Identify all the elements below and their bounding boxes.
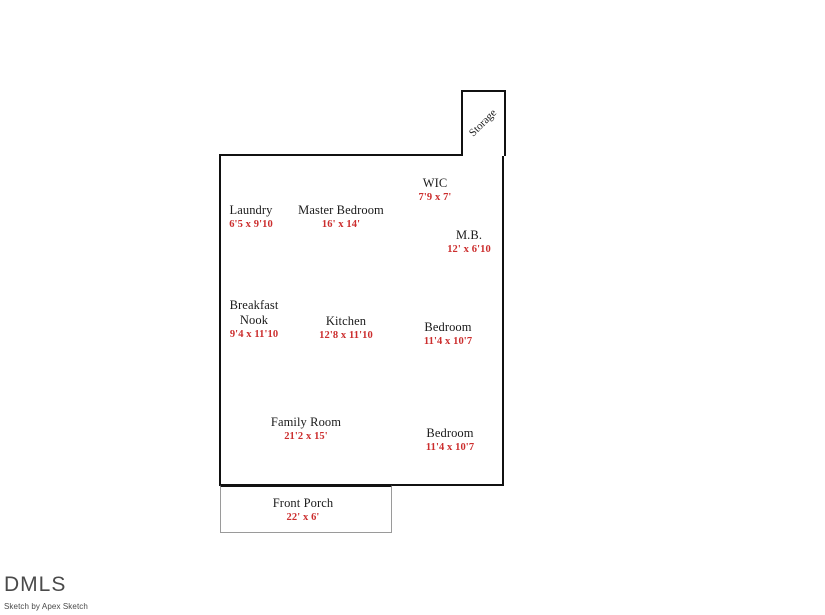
room-name-kitchen: Kitchen <box>325 314 367 328</box>
room-dimensions-kitchen: 12'8 x 11'10 <box>319 329 373 341</box>
room-label-kitchen: Kitchen 12'8 x 11'10 <box>319 314 373 342</box>
room-name-front-porch: Front Porch <box>272 496 334 510</box>
sketch-credit: Sketch by Apex Sketch <box>4 602 88 611</box>
front-porch-outline <box>220 485 392 533</box>
room-name-breakfast-nook-line2: Nook <box>239 312 269 327</box>
storage-room-outline <box>461 90 506 156</box>
room-label-mb: M.B. 12' x 6'10 <box>447 228 491 256</box>
room-dimensions-mb: 12' x 6'10 <box>447 243 491 255</box>
room-dimensions-bedroom-1: 11'4 x 10'7 <box>423 335 473 347</box>
watermark-logo-text: DMLS <box>4 576 67 596</box>
room-name-breakfast-nook-line1: Breakfast <box>229 298 279 312</box>
room-dimensions-laundry: 6'5 x 9'10 <box>229 218 273 230</box>
room-label-breakfast-nook: Breakfast Nook 9'4 x 11'10 <box>230 298 279 341</box>
room-dimensions-wic: 7'9 x 7' <box>418 191 452 203</box>
room-name-laundry: Laundry <box>229 203 273 217</box>
room-label-bedroom-1: Bedroom 11'4 x 10'7 <box>424 320 472 348</box>
room-dimensions-breakfast-nook: 9'4 x 11'10 <box>229 328 279 340</box>
room-name-master-bedroom: Master Bedroom <box>298 203 384 217</box>
room-dimensions-bedroom-2: 11'4 x 10'7 <box>425 441 475 453</box>
room-name-bedroom-2: Bedroom <box>426 426 474 440</box>
room-name-wic: WIC <box>422 176 448 190</box>
room-label-laundry: Laundry 6'5 x 9'10 <box>229 203 273 231</box>
room-dimensions-front-porch: 22' x 6' <box>286 511 320 523</box>
room-label-master-bedroom: Master Bedroom 16' x 14' <box>298 203 384 231</box>
room-label-front-porch: Front Porch 22' x 6' <box>273 496 333 524</box>
main-house-outline <box>219 154 504 486</box>
room-dimensions-family-room: 21'2 x 15' <box>284 430 328 442</box>
room-label-wic: WIC 7'9 x 7' <box>419 176 452 204</box>
room-dimensions-master-bedroom: 16' x 14' <box>321 218 361 230</box>
room-label-bedroom-2: Bedroom 11'4 x 10'7 <box>426 426 474 454</box>
watermark-logo: DMLS <box>4 576 94 596</box>
room-label-family-room: Family Room 21'2 x 15' <box>271 415 341 443</box>
room-name-family-room: Family Room <box>270 415 342 429</box>
room-name-mb: M.B. <box>455 228 483 242</box>
room-name-bedroom-1: Bedroom <box>424 320 472 334</box>
